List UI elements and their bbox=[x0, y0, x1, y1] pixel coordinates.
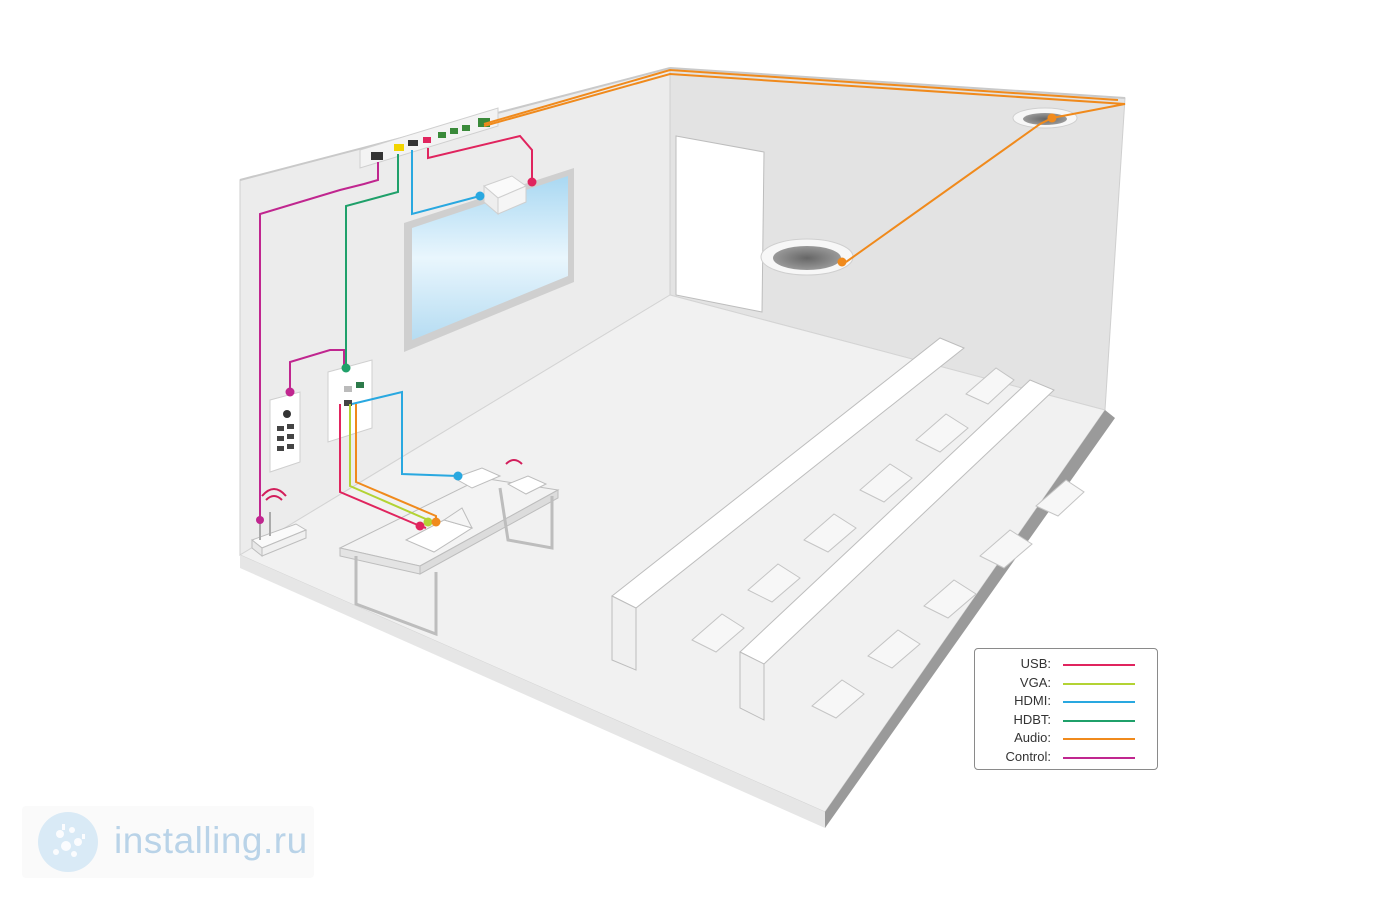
hdmi-port bbox=[408, 140, 418, 146]
legend-row-hdmi: HDMI: bbox=[975, 692, 1157, 711]
legend-row-audio: Audio: bbox=[975, 729, 1157, 748]
legend-row-usb: USB: bbox=[975, 655, 1157, 674]
floor-edge-right bbox=[825, 410, 1115, 828]
legend-swatch-hdmi bbox=[1063, 701, 1135, 703]
door bbox=[675, 135, 765, 313]
legend-label: HDMI: bbox=[1014, 693, 1051, 708]
cable-hdmi-projector bbox=[411, 150, 481, 216]
installing-logo-icon bbox=[38, 812, 98, 872]
legend-label: Audio: bbox=[1014, 730, 1051, 745]
student-rows bbox=[611, 337, 1085, 721]
cable-audio-speakers bbox=[483, 72, 1126, 127]
cable-control-keypad-rack bbox=[259, 162, 379, 520]
legend-label: Control: bbox=[1005, 748, 1051, 764]
legend-row-control: Control: bbox=[975, 748, 1157, 767]
document-camera bbox=[452, 467, 502, 489]
legend-swatch-audio bbox=[1063, 738, 1135, 740]
legend-swatch-control bbox=[1063, 756, 1135, 759]
ceiling-speaker-back bbox=[1012, 107, 1078, 129]
legend-row-hdbt: HDBT: bbox=[975, 711, 1157, 730]
ceiling-speaker-front bbox=[760, 238, 854, 276]
teacher-desk bbox=[338, 459, 560, 637]
legend-swatch-vga bbox=[1063, 682, 1135, 685]
cable-hdbt bbox=[345, 154, 399, 368]
projection-screen bbox=[404, 168, 574, 352]
legend-label: USB: bbox=[1020, 656, 1051, 671]
legend-label: HDBT: bbox=[1013, 711, 1051, 727]
control-keypad bbox=[269, 391, 301, 473]
cable-endpoints bbox=[256, 113, 1057, 531]
wifi-router bbox=[250, 488, 308, 558]
cable-usb-projector bbox=[427, 134, 533, 182]
watermark: installing.ru bbox=[22, 806, 314, 878]
hdbt-port bbox=[394, 144, 404, 151]
legend-swatch-hdbt bbox=[1063, 719, 1135, 722]
legend-row-vga: VGA: bbox=[975, 674, 1157, 693]
floor-edge-front bbox=[240, 555, 825, 828]
equipment-rack bbox=[359, 107, 499, 169]
usb-port bbox=[371, 152, 383, 160]
usb-port-2 bbox=[423, 137, 431, 143]
legend-label: VGA: bbox=[1019, 674, 1051, 690]
cable-control-keypad-plate bbox=[289, 349, 345, 392]
cable-legend: USB: VGA: HDMI: HDBT: Audio: Control: bbox=[974, 648, 1158, 770]
cable-hdmi-doccam bbox=[351, 390, 459, 477]
tablet bbox=[506, 475, 548, 495]
watermark-text: installing.ru bbox=[114, 820, 308, 861]
legend-swatch-usb bbox=[1063, 664, 1135, 666]
projector bbox=[483, 175, 528, 216]
